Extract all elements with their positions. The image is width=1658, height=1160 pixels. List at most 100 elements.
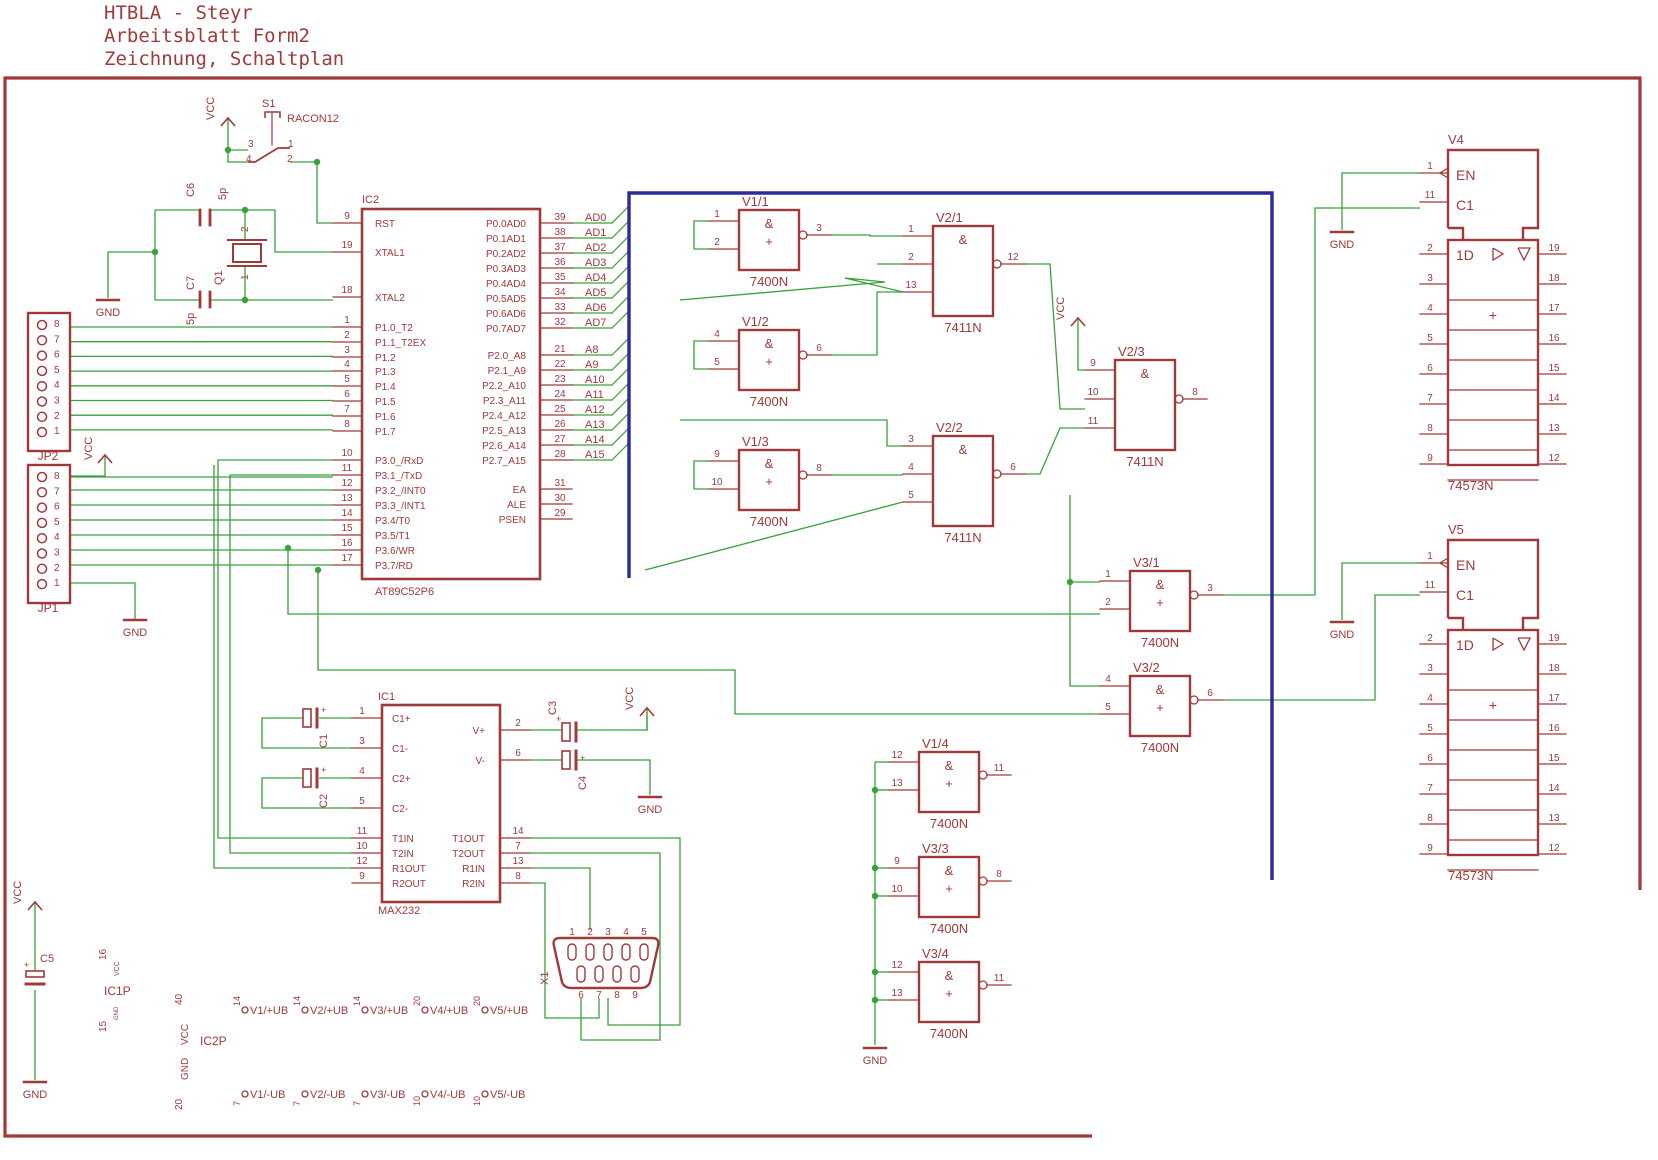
junction-dot: [871, 996, 879, 1004]
ic2-pin-label: RST: [375, 219, 395, 230]
gate-pin-num: 11: [994, 973, 1005, 984]
net-wire: [576, 759, 651, 795]
ic2-pin-label: P2.4_A12: [482, 411, 526, 422]
bus-net-label: A14: [585, 434, 605, 446]
gnd-symbol: GND: [23, 1080, 47, 1101]
gate-symbol-and: &: [959, 442, 968, 457]
header-pin-num: 6: [54, 502, 60, 513]
cap-name: C3: [547, 701, 559, 715]
cap-plus-mark: +: [321, 765, 326, 775]
latch-pin-num: 15: [1548, 753, 1560, 764]
gate-pin-num: 9: [894, 856, 900, 867]
net-wire: [261, 777, 352, 809]
ic2-pin-num: 1: [344, 315, 350, 326]
latch-pin-num: 9: [1427, 453, 1433, 464]
jp1-header-body: [26, 463, 72, 605]
header-pin-num: 8: [54, 319, 60, 330]
net-wire: [107, 251, 155, 298]
ic2-pin-num: 13: [341, 493, 353, 504]
jp2-header-label: JP2: [38, 449, 59, 463]
latch-pin-num: 5: [1427, 333, 1433, 344]
gate-pin-num: 8: [1192, 387, 1198, 398]
gate-output-bubble: [798, 470, 808, 480]
gate-body: [931, 224, 995, 318]
jp2-header-body: [26, 311, 72, 453]
gate-pin-num: 1: [714, 209, 720, 220]
latch-pin-num: 14: [1548, 783, 1560, 794]
gate-symbol-and: &: [945, 758, 954, 773]
ic2-pin-label: P3.2_/INT0: [375, 486, 426, 497]
power-pin-label: V4/-UB: [430, 1089, 465, 1101]
bus-net-label: A15: [585, 449, 605, 461]
cap-plate-pos: [302, 708, 312, 728]
ic2-pin-num: 28: [554, 449, 566, 460]
x1-pin-pad: [567, 943, 577, 961]
latch-pin-num: 8: [1427, 813, 1433, 824]
ic2-pin-num: 24: [554, 389, 566, 400]
components: IC2AT89C52P69RST19XTAL118XTAL21P1.0_T22P…: [12, 97, 1567, 1110]
q1-crystal: [232, 243, 262, 263]
bus-entry-slant: [611, 221, 629, 239]
gate-symbol-plus: +: [945, 776, 953, 791]
gate-pin-num: 9: [714, 449, 720, 460]
gate-pin-num: 3: [816, 223, 822, 234]
c7-value: 5p: [185, 313, 197, 325]
power-pin-pad: [421, 1006, 429, 1014]
ic2-pin-num: 3: [344, 345, 350, 356]
gate-body: [1128, 569, 1192, 633]
x1-pin-num: 3: [605, 927, 611, 938]
gate-pin-num: 9: [1090, 358, 1096, 369]
net-wire: [693, 340, 709, 370]
vcc-arrow: [220, 116, 236, 127]
latch-pin-num: 5: [1427, 723, 1433, 734]
ic2-body: [360, 207, 542, 581]
bus-net-label: A8: [585, 344, 598, 356]
ic1-pin-num: 7: [515, 841, 521, 852]
header-pin-pad: [36, 502, 48, 513]
ic2-pin-num: 38: [554, 227, 566, 238]
x1-pin-num: 5: [641, 927, 647, 938]
latch-pin-num: 16: [1548, 333, 1560, 344]
net-wire: [70, 455, 106, 477]
header-pin-pad: [36, 380, 48, 392]
gate-output-bubble: [992, 469, 1002, 479]
gnd-label: GND: [96, 307, 121, 319]
header-pin-pad: [36, 365, 48, 377]
ic2-pin-num: 17: [341, 553, 353, 564]
latch-pin-num: 3: [1427, 273, 1433, 284]
x1-pin-num: 7: [596, 990, 602, 1001]
latch-pin-num: 8: [1427, 423, 1433, 434]
latch-plus: +: [1489, 697, 1497, 713]
gate-value: 7411N: [944, 530, 981, 545]
header-pin-pad: [36, 396, 48, 407]
gate-pin-num: 10: [891, 884, 903, 895]
ic1-pin-label: T2OUT: [452, 849, 485, 860]
net-wire: [644, 501, 904, 571]
x1-pin-num: 8: [614, 990, 620, 1001]
bus-net-label: AD0: [585, 212, 606, 224]
power-pin-label: V2/-UB: [310, 1089, 345, 1101]
ic2-pin-num: 18: [341, 285, 353, 296]
gate-pin-num: 12: [891, 750, 903, 761]
gate-output-bubble: [992, 259, 1002, 269]
ic2-pin-label: P1.3: [375, 367, 396, 378]
gnd-label: GND: [1330, 239, 1355, 251]
gate-name: V3/4: [922, 946, 949, 961]
ic1-pin-label: T1OUT: [452, 834, 485, 845]
latch-c1-label: C1: [1456, 197, 1474, 213]
gnd-label: GND: [863, 1055, 888, 1067]
gate-pin-num: 4: [908, 462, 914, 473]
junction-dot: [241, 296, 249, 304]
ic1-body: [380, 703, 502, 904]
bus-net-label: A11: [585, 389, 604, 401]
ic2-pin-num: 35: [554, 272, 566, 283]
power-pin-num: 14: [292, 996, 302, 1006]
ic1-pin-num: 10: [356, 841, 368, 852]
power-pin-label: V1/-UB: [250, 1089, 285, 1101]
gate-value: 7400N: [930, 921, 968, 936]
net-wire: [1222, 207, 1420, 596]
